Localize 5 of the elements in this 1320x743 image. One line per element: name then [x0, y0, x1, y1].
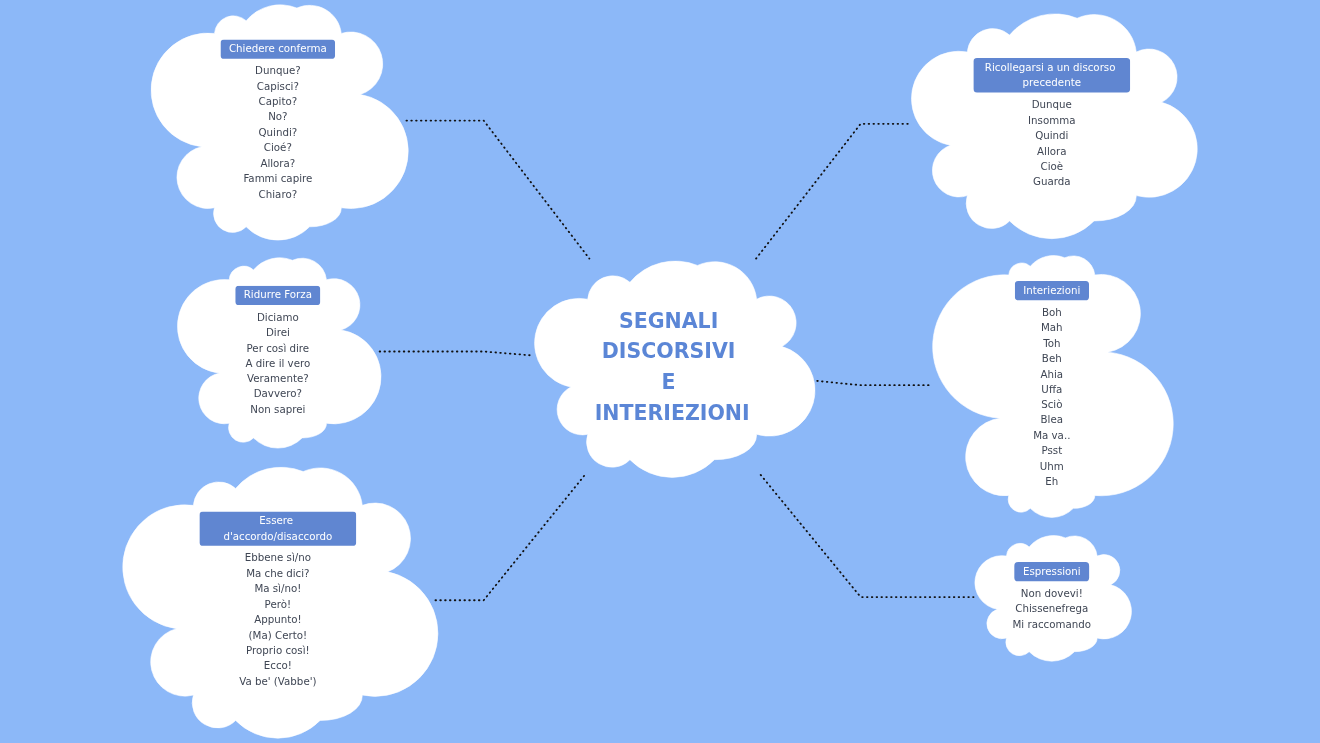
connector: [434, 474, 586, 602]
connector: [378, 350, 533, 357]
connector: [759, 474, 975, 598]
connector: [405, 119, 591, 260]
connector: [755, 122, 910, 260]
